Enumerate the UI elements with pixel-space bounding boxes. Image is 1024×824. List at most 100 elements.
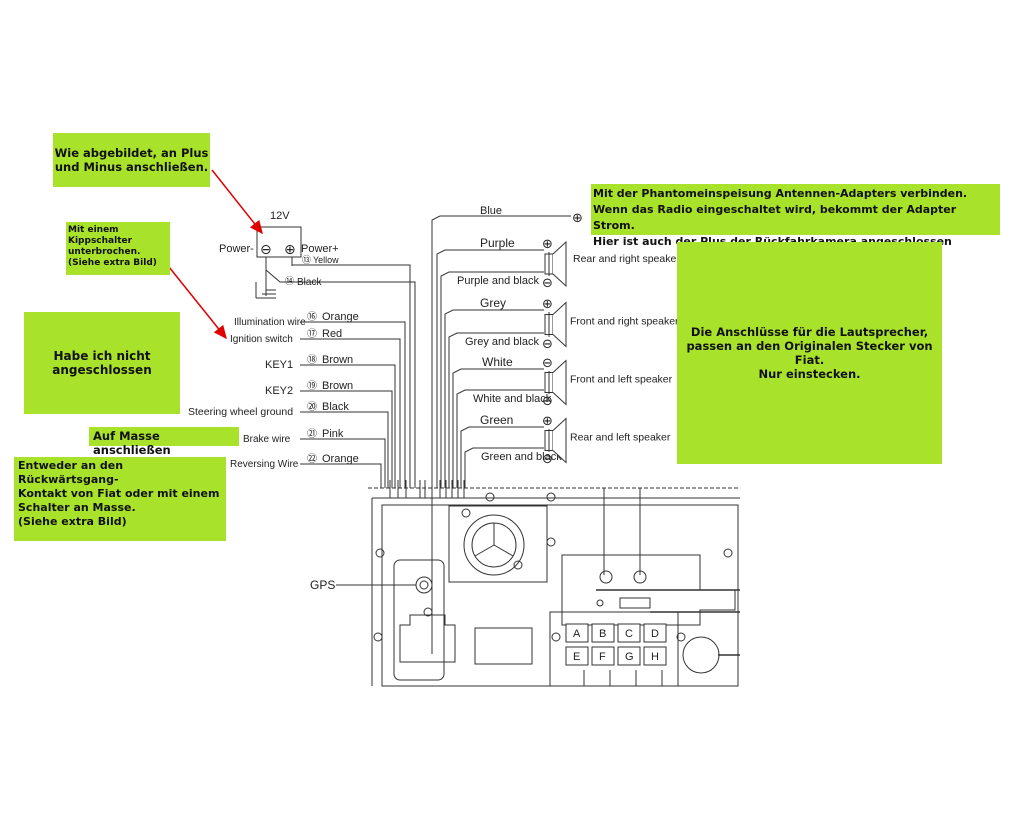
gps-connector-icon [415, 576, 433, 594]
black-wire-label: Black [297, 277, 322, 288]
note-not-connected-text: Habe ich nicht angeschlossen [52, 349, 152, 377]
connector-pin-label: F [599, 651, 606, 663]
connector-pin-label: D [651, 628, 659, 640]
left-wire-color: Black [322, 401, 349, 413]
speaker-wire-negative-label: Grey and black [465, 336, 539, 348]
note-speaker-connections: Die Anschlüsse für die Lautsprecher, pas… [677, 242, 942, 464]
left-wire-line [300, 390, 393, 488]
left-wire-label: Reversing Wire [230, 459, 299, 470]
speaker-wire-positive [460, 426, 544, 488]
left-wire-label: Steering wheel ground [188, 406, 293, 418]
speaker-bottom-symbol: ⊖ [542, 393, 553, 408]
left-wire-label: KEY1 [265, 359, 293, 371]
black-wire-num: ⑭ [285, 276, 294, 286]
left-wire-color: Orange [322, 453, 359, 465]
left-wire-num: ⑰ [307, 328, 317, 340]
speaker-cone-icon [552, 359, 567, 406]
left-wire-line [300, 364, 396, 488]
left-wire-line [300, 463, 382, 488]
speaker-name: Rear and left speaker [570, 432, 671, 444]
yellow-wire [292, 264, 411, 488]
note-connect-ground: Auf Masse anschließen [89, 427, 239, 457]
arrow-toggle [164, 261, 227, 340]
note-speaker-connections-text: Die Anschlüsse für die Lautsprecher, pas… [686, 325, 933, 381]
note-reverse-contact: Entweder an den Rückwärtsgang- Kontakt v… [14, 457, 226, 541]
voltage-label: 12V [270, 210, 290, 222]
antenna-wire-group: Blue ⊕ [431, 205, 583, 488]
connector-pin [617, 646, 641, 666]
connector-pin [617, 623, 641, 643]
connector-pin [591, 623, 615, 643]
blue-wire [431, 215, 571, 488]
speaker-name: Rear and right speaker [573, 253, 680, 265]
speaker-cone-icon [552, 301, 567, 348]
connector-pin-label: H [651, 651, 659, 663]
gps-label: GPS [310, 578, 335, 592]
yellow-wire-num: ⑬ [302, 255, 311, 265]
note-reverse-contact-text: Entweder an den Rückwärtsgang- Kontakt v… [18, 459, 220, 528]
ground-symbol-icon [255, 282, 276, 299]
left-wire-num: ㉑ [307, 428, 317, 440]
blue-wire-label: Blue [480, 205, 502, 217]
speaker-wire-positive-label: White [482, 355, 513, 369]
power-plus-symbol: ⊕ [284, 241, 296, 257]
left-wire-color: Brown [322, 354, 353, 366]
note-not-connected: Habe ich nicht angeschlossen [24, 312, 180, 414]
left-wire-label: Ignition switch [230, 334, 293, 345]
speaker-name: Front and left speaker [570, 374, 673, 386]
speaker-wire-negative-label: Purple and black [457, 275, 539, 287]
speaker-name: Front and right speaker [570, 316, 679, 328]
speaker-wire-positive-label: Grey [480, 296, 506, 310]
note-connect-ground-text: Auf Masse anschließen [93, 429, 171, 457]
connector-pin [643, 646, 667, 666]
left-wire-color: Brown [322, 380, 353, 392]
left-wire-line [300, 338, 401, 488]
speaker-wire-negative [456, 389, 544, 488]
connector-pin [565, 623, 589, 643]
note-antenna-adapter: Mit der Phantomeinspeisung Antennen-Adap… [591, 184, 1000, 248]
left-wire-num: ⑱ [307, 354, 317, 366]
left-wire-color: Pink [322, 428, 344, 440]
speaker-top-symbol: ⊕ [542, 236, 553, 251]
note-connect-plus-minus-text: Wie abgebildet, an Plus und Minus anschl… [54, 146, 209, 174]
speaker-bottom-symbol: ⊖ [542, 336, 553, 351]
speaker-wire-positive [452, 368, 544, 488]
left-wire-label: KEY2 [265, 385, 293, 397]
speaker-wire-positive [436, 249, 544, 488]
connector-pin-label: A [573, 628, 581, 640]
left-wire-num: ⑯ [307, 311, 317, 323]
left-wire-num: ㉒ [307, 453, 317, 465]
note-toggle-switch: Mit einem Kippschalter unterbrochen. (Si… [66, 222, 170, 275]
note-connect-plus-minus: Wie abgebildet, an Plus und Minus anschl… [53, 133, 210, 187]
speaker-wire-negative [448, 332, 544, 488]
speaker-top-symbol: ⊖ [542, 355, 553, 370]
left-wire-color: Red [322, 328, 342, 340]
connector-pin [643, 623, 667, 643]
blue-wire-plus-symbol: ⊕ [572, 210, 583, 225]
left-wire-color: Orange [322, 311, 359, 323]
connector-pin-label: B [599, 628, 606, 640]
power-box [256, 226, 302, 258]
note-toggle-switch-text: Mit einem Kippschalter unterbrochen. (Si… [68, 225, 157, 268]
left-wire-num: ⑳ [307, 401, 317, 413]
left-wire-line [300, 321, 406, 488]
speaker-wire-negative-label: Green and black [481, 451, 562, 463]
left-wire-label: Illumination wire [234, 317, 306, 328]
black-wire [265, 269, 416, 488]
speaker-wire-negative-label: White and black [473, 393, 552, 405]
power-section: 12V ⊖ ⊕ Power- Power+ ⑬ Yellow ⑭ Black [219, 210, 416, 488]
connector-pin [591, 646, 615, 666]
fan-icon [463, 514, 525, 576]
speaker-top-symbol: ⊕ [542, 413, 553, 428]
left-wire-label: Brake wire [243, 434, 291, 445]
left-wire-num: ⑲ [307, 380, 317, 392]
speaker-wire-negative [464, 447, 544, 488]
arrow-plus-minus [211, 169, 263, 235]
speaker-wire-positive-label: Purple [480, 236, 515, 250]
power-minus-label: Power- [219, 243, 254, 255]
connector-pin [565, 646, 589, 666]
